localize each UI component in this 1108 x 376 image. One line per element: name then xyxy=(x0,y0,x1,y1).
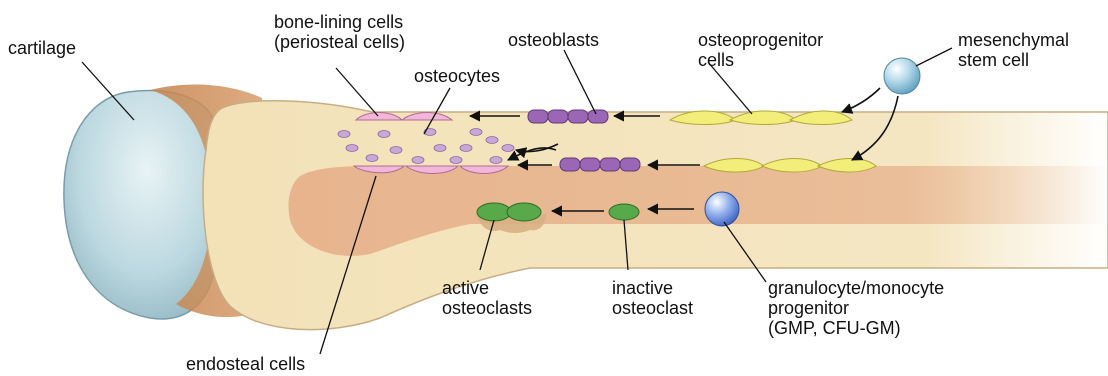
mesenchymal-stem-cell xyxy=(884,58,920,94)
label-bone-lining-cells: bone-lining cells (periosteal cells) xyxy=(274,12,405,52)
label-active-osteoclasts: active osteoclasts xyxy=(442,278,532,318)
label-mesenchymal-stem-cell: mesenchymal stem cell xyxy=(958,30,1069,70)
label-gmp: granulocyte/monocyte progenitor (GMP, CF… xyxy=(768,278,944,338)
endosteal-cells xyxy=(354,166,508,174)
cartilage-cap xyxy=(64,90,214,318)
inactive-osteoclast xyxy=(609,204,639,220)
gmp-cell xyxy=(705,192,739,226)
osteoprogenitor-cells-top xyxy=(670,111,852,125)
label-inactive-osteoclast: inactive osteoclast xyxy=(612,278,693,318)
active-osteoclasts xyxy=(476,203,546,233)
label-endosteal-cells: endosteal cells xyxy=(186,354,305,374)
label-osteoprogenitor-cells: osteoprogenitor cells xyxy=(698,30,823,70)
osteoprogenitor-cells-bottom xyxy=(704,159,876,173)
label-cartilage: cartilage xyxy=(8,38,76,58)
label-osteocytes: osteocytes xyxy=(414,66,500,86)
label-osteoblasts: osteoblasts xyxy=(508,30,599,50)
